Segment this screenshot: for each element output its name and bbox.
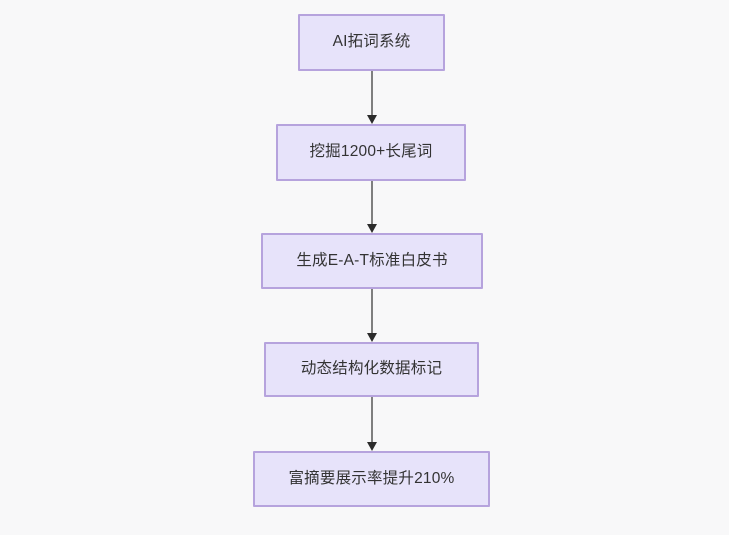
- flow-node-label: 生成E-A-T标准白皮书: [296, 251, 448, 269]
- edge-arrowhead-icon: [366, 442, 377, 451]
- flow-node-n5[interactable]: 富摘要展示率提升210%: [253, 451, 490, 507]
- flow-node-label: 挖掘1200+长尾词: [309, 143, 433, 161]
- flow-node-n4[interactable]: 动态结构化数据标记: [264, 342, 479, 397]
- edge-line: [371, 181, 373, 225]
- flow-node-n1[interactable]: AI拓词系统: [298, 14, 445, 71]
- edge-line: [371, 289, 373, 334]
- flow-node-n2[interactable]: 挖掘1200+长尾词: [276, 124, 466, 181]
- flow-node-label: 动态结构化数据标记: [300, 360, 443, 378]
- edge-line: [371, 397, 373, 443]
- edge-arrowhead-icon: [366, 115, 377, 124]
- edge-line: [371, 71, 373, 116]
- flow-node-label: 富摘要展示率提升210%: [288, 469, 455, 487]
- flow-node-n3[interactable]: 生成E-A-T标准白皮书: [261, 233, 483, 289]
- edge-arrowhead-icon: [366, 224, 377, 233]
- edge-arrowhead-icon: [366, 333, 377, 342]
- flow-node-label: AI拓词系统: [332, 33, 411, 51]
